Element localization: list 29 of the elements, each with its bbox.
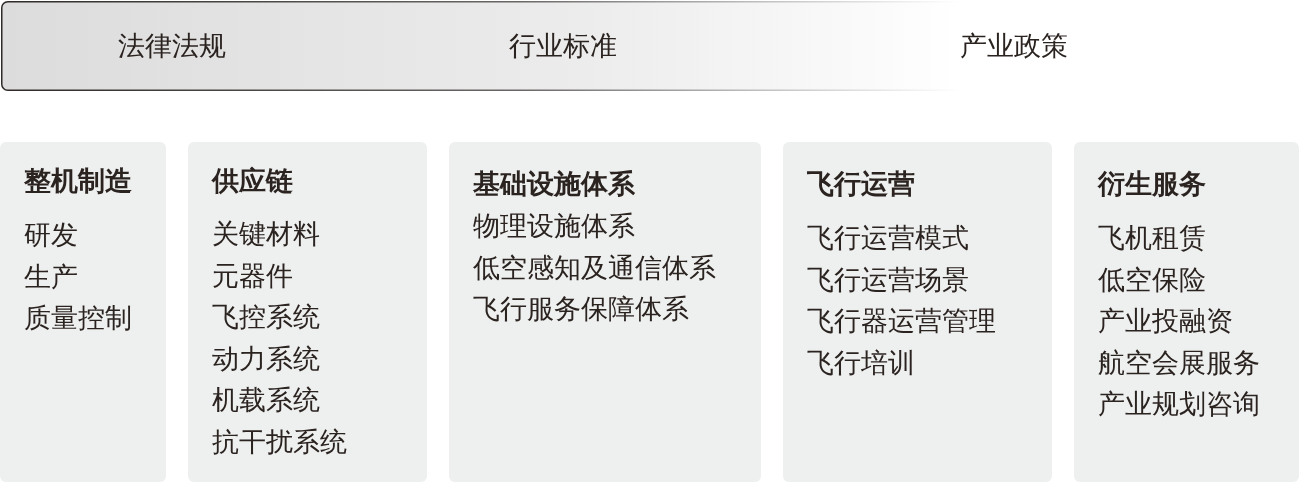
panel-item: 低空感知及通信体系 [473, 250, 716, 285]
panel-item: 飞行运营场景 [807, 262, 969, 297]
banner-label: 法律法规 [118, 29, 226, 63]
panel-heading: 供应链 [212, 164, 293, 198]
banner-label: 产业政策 [960, 29, 1068, 63]
panel-item: 物理设施体系 [473, 209, 635, 243]
panel-item: 动力系统 [212, 341, 320, 376]
panel-item: 飞控系统 [212, 300, 320, 334]
banner-label: 行业标准 [509, 29, 617, 63]
panel-item: 产业规划咨询 [1098, 387, 1260, 421]
panel-item: 抗干扰系统 [212, 424, 347, 459]
panel-heading: 基础设施体系 [473, 167, 635, 201]
panel-item: 航空会展服务 [1098, 345, 1260, 380]
panel-heading: 整机制造 [24, 164, 132, 198]
panel-item: 飞行器运营管理 [807, 304, 996, 338]
panel-heading: 衍生服务 [1098, 167, 1206, 201]
panel-item: 飞机租赁 [1098, 221, 1206, 255]
panel-item: 飞行运营模式 [807, 221, 969, 255]
panel-item: 机载系统 [212, 383, 320, 417]
panel-item: 研发 [24, 218, 78, 252]
panel-item: 低空保险 [1098, 262, 1206, 297]
panel-item: 产业投融资 [1098, 304, 1233, 338]
panel-item: 飞行培训 [807, 345, 915, 380]
panel-item: 关键材料 [212, 217, 320, 251]
panel-item: 飞行服务保障体系 [473, 292, 689, 326]
panel-heading: 飞行运营 [807, 167, 915, 201]
panel-item: 生产 [24, 259, 78, 294]
panel-item: 质量控制 [24, 301, 132, 335]
panel-item: 元器件 [212, 258, 293, 293]
